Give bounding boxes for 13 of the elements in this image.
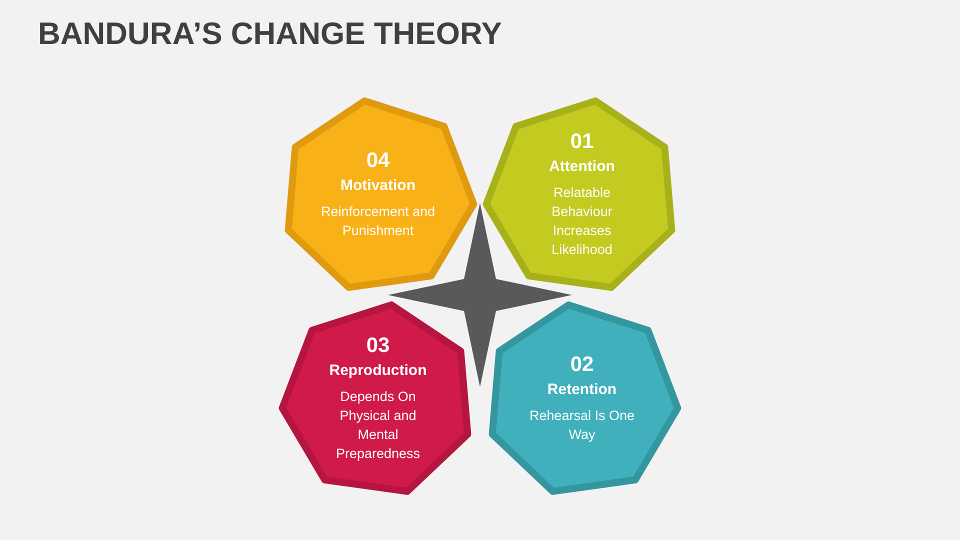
step-number: 01 <box>570 130 594 154</box>
step-description: Reinforcement and Punishment <box>320 202 436 240</box>
step-number: 02 <box>570 352 594 376</box>
step-number: 03 <box>366 334 390 358</box>
step-heading: Retention <box>547 380 617 398</box>
title: BANDURA’S CHANGE THEORY <box>38 16 502 52</box>
step-description: Rehearsal Is One Way <box>528 406 636 444</box>
step-description: Relatable Behaviour Increases Likelihood <box>550 184 614 258</box>
step-heading: Motivation <box>340 176 416 194</box>
step-number: 04 <box>366 148 390 172</box>
step-description: Depends On Physical and Mental Preparedness <box>334 388 422 462</box>
step-heading: Attention <box>549 158 615 174</box>
step-heading: Reproduction <box>329 362 427 378</box>
